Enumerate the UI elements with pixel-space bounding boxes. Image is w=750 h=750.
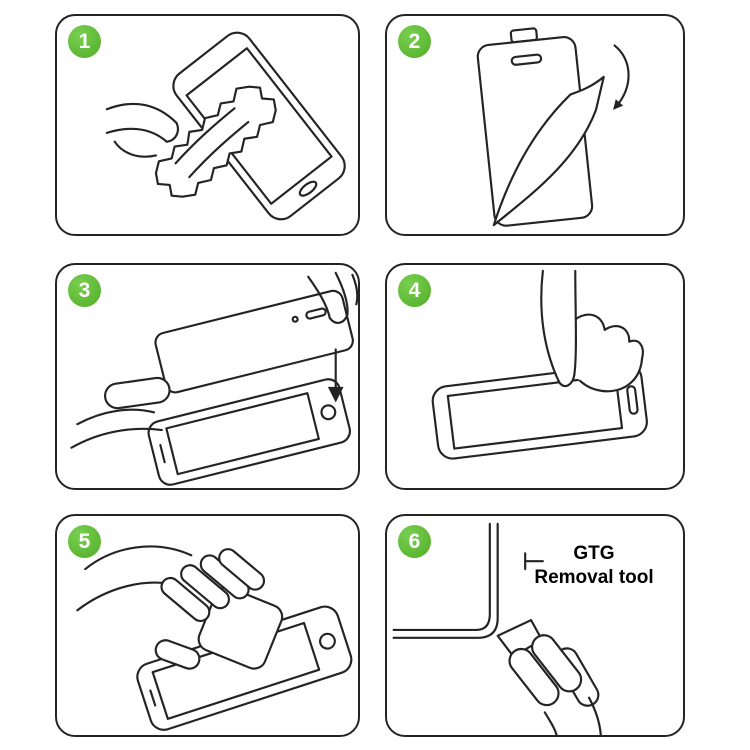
step-2-badge: 2 (398, 25, 431, 58)
step-5-panel: 5 (55, 514, 360, 737)
step-3-number: 3 (78, 278, 91, 302)
peel-direction-arrow-icon (613, 44, 630, 110)
hand-icon (508, 634, 602, 735)
place-down-arrow-icon (327, 348, 344, 403)
hand-icon (76, 545, 266, 670)
step-1-panel: 1 (55, 14, 360, 236)
phone-icon (147, 378, 351, 486)
step-1-badge: 1 (68, 25, 101, 58)
left-hand-thumb-icon (70, 376, 171, 449)
step-3-illustration (70, 271, 358, 486)
removal-tool-label: GTG Removal tool (519, 542, 669, 590)
removal-tool-label-line1: GTG (573, 543, 615, 564)
step-5-number: 5 (78, 529, 91, 553)
step-4-badge: 4 (398, 274, 431, 307)
label-leader-line-icon (524, 552, 544, 571)
step-2-panel: 2 (385, 14, 685, 236)
step-1-illustration (105, 31, 346, 221)
pressing-hand-icon (540, 269, 644, 393)
step-4-number: 4 (408, 278, 421, 302)
glass-protector-icon (154, 289, 354, 394)
removal-tool-label-line2: Removal tool (534, 566, 654, 588)
right-hand-fingers-icon (307, 271, 358, 324)
step-3-panel: 3 (55, 263, 360, 490)
glass-pane-corner-icon (392, 522, 499, 639)
step-5-illustration (76, 545, 353, 731)
screen-protector-icon (476, 27, 594, 227)
cleaning-cloth-icon (154, 85, 277, 198)
step-2-illustration (476, 27, 630, 227)
step-6-badge: 6 (398, 525, 431, 558)
step-2-number: 2 (408, 29, 421, 53)
step-3-badge: 3 (68, 274, 101, 307)
step-4-illustration (431, 269, 648, 460)
step-6-panel: 6 GTG Removal tool (385, 514, 685, 737)
step-4-panel: 4 (385, 263, 685, 490)
peeling-film-icon (492, 75, 605, 227)
step-6-illustration (392, 522, 602, 735)
hand-icon (105, 102, 180, 158)
step-1-number: 1 (78, 29, 91, 53)
step-6-number: 6 (408, 529, 421, 553)
step-5-badge: 5 (68, 525, 101, 558)
